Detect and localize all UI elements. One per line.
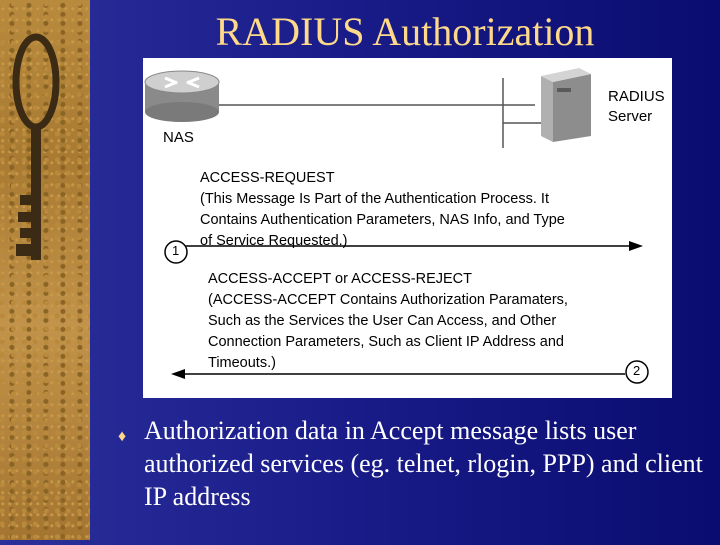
request-line: Contains Authentication Parameters, NAS …	[200, 212, 565, 228]
radius-server-icon	[541, 68, 591, 142]
radius-diagram: NAS RADIUS Server ACCESS-REQUEST (This M…	[143, 58, 672, 398]
response-number-circle	[625, 360, 649, 384]
response-line: ACCESS-ACCEPT or ACCESS-REJECT	[208, 271, 473, 287]
response-number: 2	[633, 363, 641, 378]
diagram-graphics	[144, 68, 649, 384]
response-line: Connection Parameters, Such as Client IP…	[208, 334, 564, 350]
radius-server-label-line2: Server	[608, 108, 653, 125]
diamond-bullet-icon: ♦	[118, 428, 127, 445]
response-line: (ACCESS-ACCEPT Contains Authorization Pa…	[208, 292, 568, 308]
request-line: ACCESS-REQUEST	[200, 170, 335, 186]
response-line: Such as the Services the User Can Access…	[208, 313, 557, 329]
key-icon	[12, 33, 60, 260]
radius-server-label-line1: RADIUS	[608, 88, 665, 105]
nas-label: NAS	[163, 129, 194, 146]
request-number-circle	[164, 240, 188, 264]
slide-title: RADIUS Authorization	[215, 9, 595, 54]
decorative-key-sidebar	[0, 0, 90, 540]
response-line: Timeouts.)	[208, 355, 276, 371]
request-line: (This Message Is Part of the Authenticat…	[200, 191, 549, 207]
request-number: 1	[172, 243, 180, 258]
router-icon	[144, 70, 220, 122]
bullet-text: Authorization data in Accept message lis…	[144, 416, 703, 511]
access-response-text: ACCESS-ACCEPT or ACCESS-REJECT (ACCESS-A…	[208, 269, 568, 374]
access-request-text: ACCESS-REQUEST (This Message Is Part of …	[200, 168, 565, 252]
request-line: of Service Requested.)	[200, 233, 348, 249]
